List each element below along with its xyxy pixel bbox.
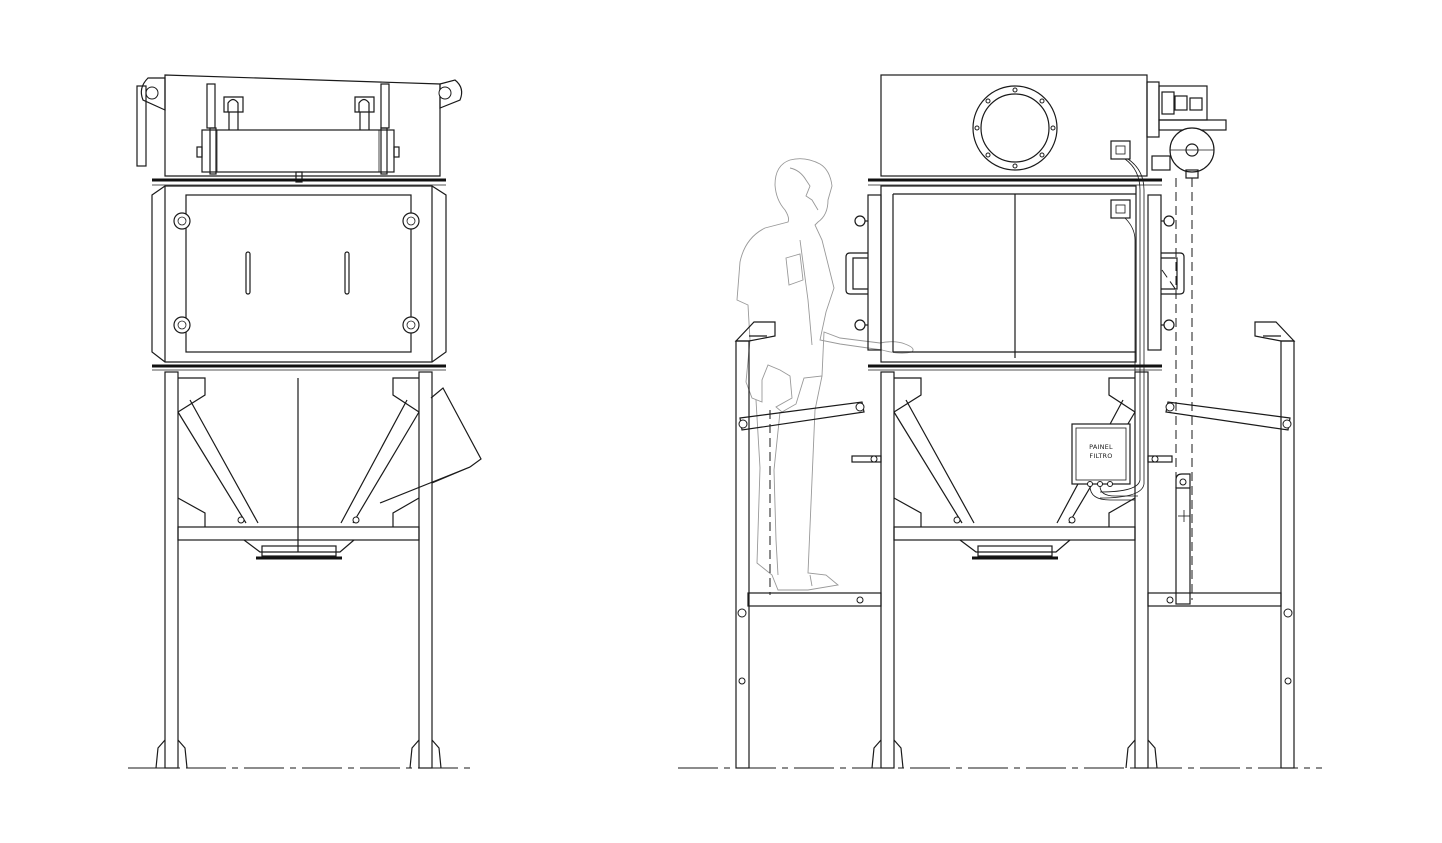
left-frame — [155, 371, 482, 769]
panel-label-line2: FILTRO — [1089, 452, 1112, 460]
right-frame — [747, 371, 1282, 769]
right-middle-body — [845, 185, 1185, 363]
operator-figure — [736, 158, 914, 591]
right-guard-rail — [1165, 321, 1296, 769]
filter-control-panel: PAINEL FILTRO — [1071, 423, 1138, 501]
left-guard-rail — [734, 321, 865, 769]
right-elevation-view: PAINEL FILTRO — [678, 74, 1322, 769]
hidden-exhaust-pipe — [1161, 178, 1193, 605]
left-door-body — [151, 185, 447, 363]
left-top-housing — [136, 74, 463, 183]
left-elevation-view — [128, 74, 482, 769]
pneumatic-assembly — [1146, 81, 1227, 179]
right-top-housing — [880, 74, 1148, 219]
panel-label-line1: PAINEL — [1089, 443, 1113, 451]
